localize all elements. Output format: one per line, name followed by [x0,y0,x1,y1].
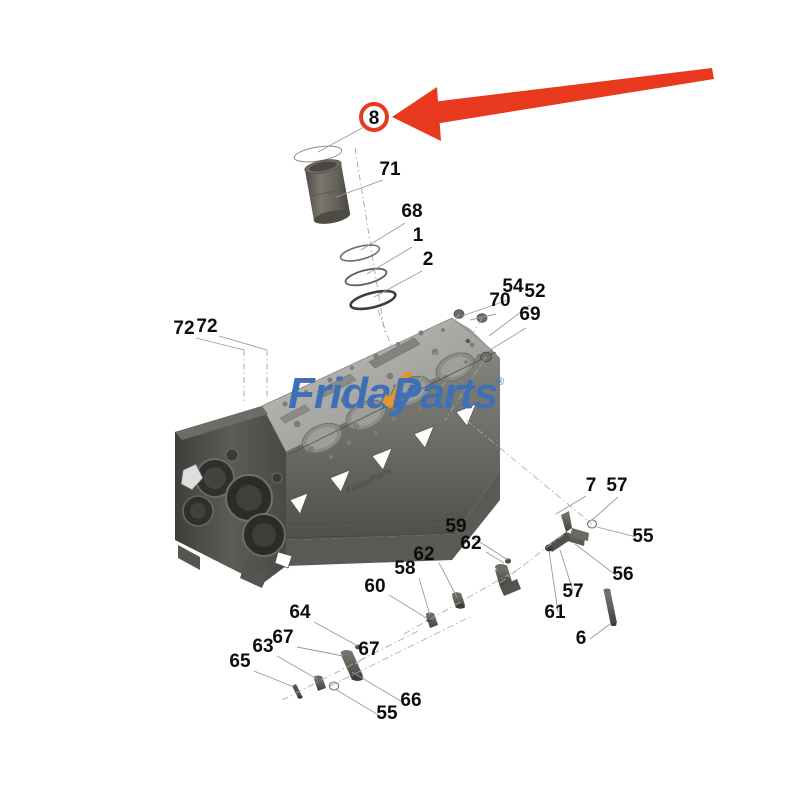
part-label-dowel-bolt-6: 6 [576,628,587,649]
part-label-bushing-62-right: 62 [460,533,481,554]
o-ring-68 [339,244,381,262]
plug-59 [505,558,511,564]
deck-slots [279,337,421,424]
washer-66-ring [328,681,340,691]
bushing-62-right [495,564,521,596]
part-label-plug-58: 58 [394,558,415,579]
part-label-plug-59: 59 [445,516,466,537]
part-label-nozzle-body-56: 56 [612,564,633,585]
part-label-pin-64: 64 [289,602,311,623]
part-label-bolt-55-bottom: 55 [376,703,398,724]
leader-lines [195,179,637,717]
cylinder-bores [301,352,475,454]
part-label-bushing-67-lower: 67 [358,639,379,660]
assembly-axis [354,147,386,336]
part-label-bolt-55-right: 55 [632,526,654,547]
part-label-plug-69: 69 [519,304,540,325]
o-ring-2 [349,289,397,311]
dowel-bolt-6 [603,588,617,627]
part-label-plug-70: 70 [489,290,510,311]
part-label-plug-52: 52 [524,281,545,302]
bushing-62-left [451,592,466,609]
red-highlight-arrow [392,68,714,141]
part-label-washer-66: 66 [400,690,421,711]
o-ring-1 [344,267,388,287]
part-label-dowel-pin-72-right: 72 [196,316,217,337]
part-label-o-ring-middle: 1 [413,225,424,246]
main-bearing-caps [180,448,286,557]
piston-cooling-nozzle [545,511,589,552]
part-label-plug-63: 63 [252,636,273,657]
watermark: Friday Parts ® [288,369,504,418]
part-label-washer-57-upper: 57 [606,475,627,496]
cylinder-block: FridayParts [175,317,500,588]
callout-8[interactable]: 8 [317,102,389,153]
part-label-pin-65: 65 [229,651,251,672]
part-label-pin-60: 60 [364,576,385,597]
callout-8-label: 8 [369,108,380,129]
part-label-dowel-pin-54: 54 [502,276,524,297]
small-parts [292,309,617,699]
watermark-checkmark-icon [382,372,414,408]
watermark-parts: Parts [392,369,497,418]
pin-65 [292,684,303,699]
cylinder-liner-group [293,145,397,336]
part-label-dowel-pin-72-left: 72 [173,318,194,339]
cylinder-liner-sleeve [304,159,351,224]
part-label-cylinder-liner-sleeve: 71 [379,159,401,180]
part-label-o-ring-upper: 68 [401,201,422,222]
part-label-bushing-67-upper: 67 [272,627,293,648]
watermark-trademark: ® [496,376,504,388]
part-label-bushing-62-left: 62 [413,544,434,565]
front-face-pads [178,545,293,588]
crankcase-windows [289,403,477,515]
head-bolt-holes [282,328,481,459]
part-label-check-valve-61: 61 [544,602,566,623]
part-label-washer-57-lower: 57 [562,581,583,602]
pin-64 [355,644,361,650]
part-label-piston-cooling-nozzle: 7 [586,475,597,496]
part-label-o-ring-lower: 2 [423,249,434,270]
